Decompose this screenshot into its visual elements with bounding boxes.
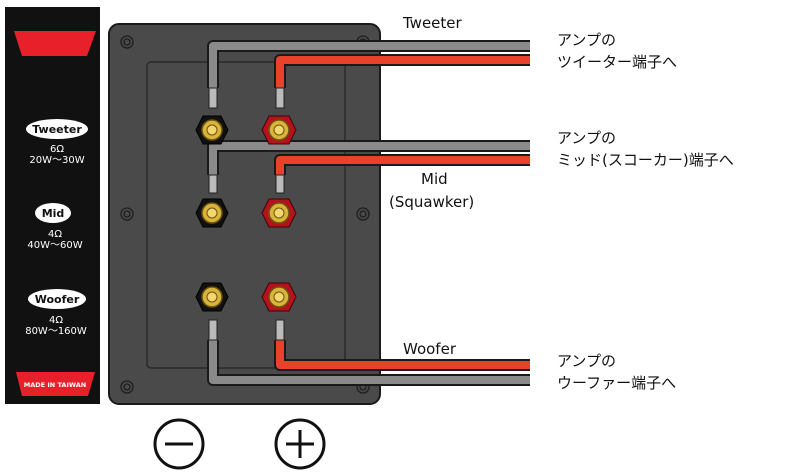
wires: [207, 40, 530, 386]
tweeter-negative-wire: [209, 42, 530, 88]
stripped-ends: [208, 87, 285, 341]
tweeter-positive-terminal: [261, 115, 297, 145]
minus-circle-icon: [153, 418, 205, 470]
terminals: [195, 115, 297, 312]
woofer-badge-label: Woofer: [35, 293, 80, 306]
woofer-amp-label-line1: アンプの: [557, 352, 616, 370]
tweeter-impedance: 6Ω: [50, 144, 64, 155]
top-red-badge: [14, 31, 96, 56]
mid-power: 40W～60W: [27, 240, 82, 251]
made-in-label: MADE IN TAIWAN: [24, 381, 86, 389]
woofer-wire-label: Woofer: [403, 340, 456, 358]
plus-circle-icon: [274, 418, 326, 470]
mid-badge: [35, 203, 71, 223]
tweeter-badge-label: Tweeter: [32, 123, 82, 136]
woofer-power: 80W～160W: [25, 326, 87, 337]
mid-amp-label-line2: ミッド(スコーカー)端子へ: [557, 151, 734, 169]
mid-badge-label: Mid: [42, 207, 65, 220]
tweeter-power: 20W～30W: [29, 155, 84, 166]
woofer-badge: [28, 289, 86, 309]
tweeter-amp-label-line1: アンプの: [557, 31, 616, 49]
woofer-negative-terminal: [195, 282, 229, 312]
woofer-impedance: 4Ω: [49, 315, 63, 326]
tweeter-badge: [26, 119, 88, 139]
woofer-negative-wire: [209, 340, 530, 384]
spec-panel: Tweeter 6Ω 20W～30W Mid 4Ω 40W～60W Woofer…: [5, 7, 100, 404]
tweeter-positive-wire: [276, 56, 530, 88]
mid-negative-wire: [209, 142, 530, 175]
squawker-wire-label: (Squawker): [389, 193, 475, 211]
mid-negative-terminal: [195, 198, 229, 228]
tweeter-wire-label: Tweeter: [403, 14, 462, 32]
woofer-positive-terminal: [261, 282, 297, 312]
plate-inner-outline: [146, 61, 346, 369]
crossover-plate: [108, 23, 381, 405]
footer-red-badge: [16, 372, 95, 396]
mid-positive-wire: [276, 156, 530, 175]
mid-amp-label-line1: アンプの: [557, 129, 616, 147]
mid-wire-label: Mid: [421, 170, 448, 188]
tweeter-amp-label-line2: ツイーター端子へ: [557, 53, 678, 71]
plate-body: [108, 23, 381, 405]
woofer-positive-wire: [276, 340, 530, 369]
mid-impedance: 4Ω: [48, 229, 62, 240]
mid-positive-terminal: [261, 198, 297, 228]
tweeter-negative-terminal: [195, 115, 229, 145]
woofer-amp-label-line2: ウーファー端子へ: [557, 374, 677, 392]
